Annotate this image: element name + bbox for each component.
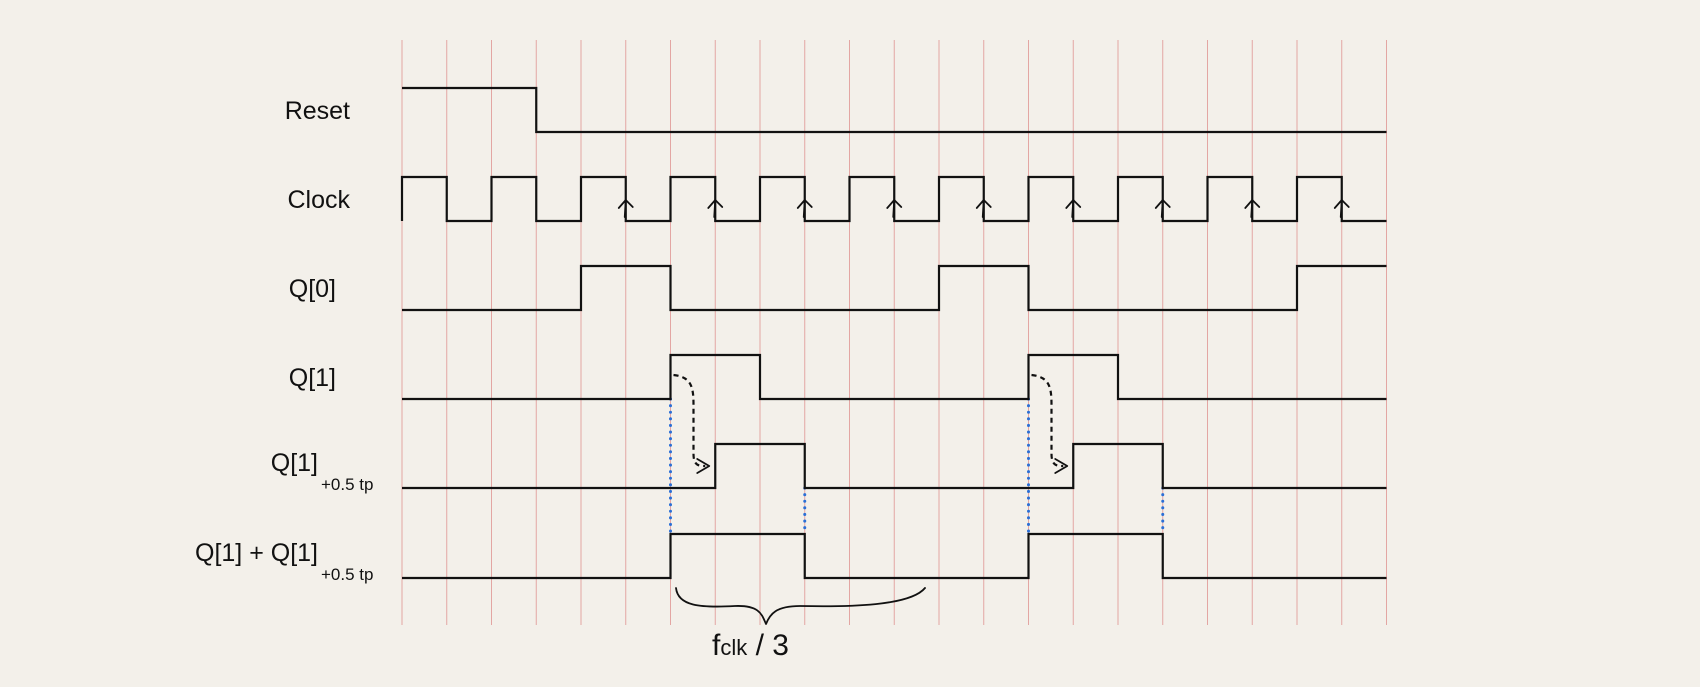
annotation-sub: clk (720, 635, 748, 660)
q1d-waveform (402, 442, 1387, 490)
delay-arrowhead (696, 458, 711, 474)
waveforms (400, 86, 1387, 580)
clock-edge-arrow (707, 199, 724, 218)
q1-waveform (402, 353, 1387, 401)
clock-edge-arrow (796, 199, 813, 218)
clock-edge-arrow (617, 199, 634, 218)
clock-waveform (400, 175, 1387, 223)
q1d-subscript: +0.5 tp (321, 475, 373, 494)
clock-edge-arrow (1333, 199, 1350, 218)
reset-label: Reset (285, 97, 350, 125)
clock-edge-arrow (975, 199, 992, 218)
clock-edge-arrow (1244, 199, 1261, 218)
delay-arrow (673, 373, 706, 468)
q1d-label: Q[1] (271, 449, 318, 477)
clock-edge-arrow (886, 199, 903, 218)
reset-waveform (402, 86, 1387, 134)
clock-edge-arrow (1154, 199, 1171, 218)
q1or-waveform (402, 532, 1387, 580)
curly-brace (675, 587, 926, 625)
delay-arrowhead (1054, 458, 1069, 474)
alignment-dots (669, 397, 1165, 536)
grid-lines (401, 40, 1387, 625)
annotation-main: f (712, 629, 721, 662)
q1or-label: Q[1] + Q[1] (195, 539, 318, 567)
frequency-annotation: fclk / 3 (675, 587, 926, 662)
q0-label: Q[0] (289, 275, 336, 303)
clock-edge-arrow (1065, 199, 1082, 218)
q1or-subscript: +0.5 tp (321, 565, 373, 584)
q1-label: Q[1] (289, 364, 336, 392)
clock-label: Clock (287, 186, 350, 214)
q0-waveform (402, 264, 1387, 312)
delay-arrow (1031, 373, 1064, 468)
annotation-label: fclk / 3 (712, 629, 789, 662)
clock-edge-arrows (617, 199, 1350, 218)
delay-arrows (673, 373, 1069, 474)
annotation-tail: / 3 (747, 629, 789, 662)
